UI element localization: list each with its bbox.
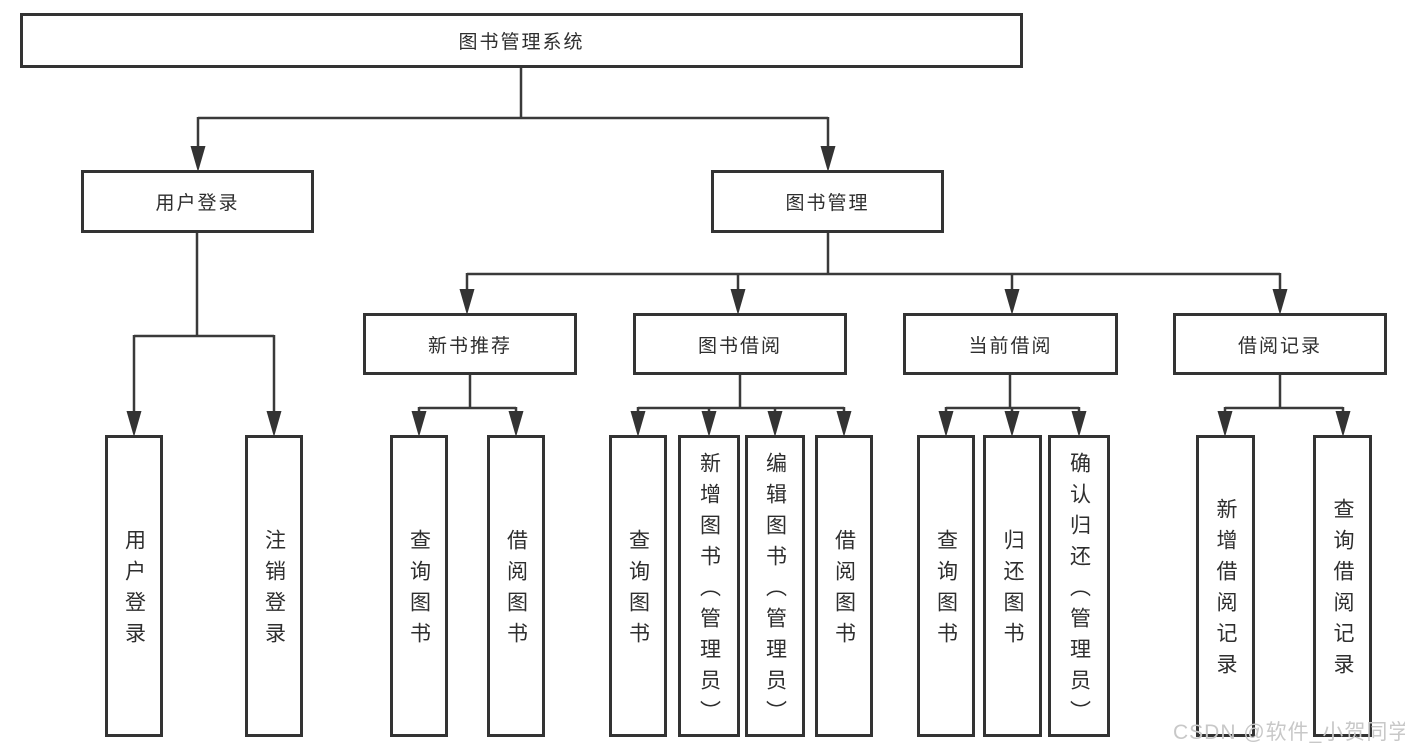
leaf-query-books-recommend-label: 查询图书 [407,529,431,653]
connector-segments [132,66,1345,414]
node-section-book-borrow: 图书借阅 [633,313,847,375]
leaf-query-books-borrow-label: 查询图书 [626,529,650,653]
node-branch-user-login-label: 用户登录 [155,193,240,214]
leaf-logout-label: 注销登录 [262,529,286,653]
leaf-logout: 注销登录 [245,435,303,737]
watermark: CSDN @软件_小贺同学 [1173,721,1405,744]
leaf-query-books-borrow: 查询图书 [609,435,667,737]
leaf-return-books-label: 归还图书 [1001,529,1024,653]
node-section-current-borrow: 当前借阅 [903,313,1118,375]
node-section-book-borrow-label: 图书借阅 [697,335,782,357]
leaf-borrow-books-recommend-label: 借阅图书 [504,529,528,653]
leaf-return-books: 归还图书 [983,435,1042,737]
leaf-query-books-recommend: 查询图书 [390,435,448,737]
leaf-query-borrow-record: 查询借阅记录 [1313,435,1372,737]
leaf-query-borrow-record-label: 查询借阅记录 [1331,498,1354,684]
leaf-user-login: 用户登录 [105,435,163,737]
leaf-confirm-return-admin-label: 确认归还（管理员） [1067,451,1091,731]
leaf-add-books-admin-label: 新增图书（管理员） [697,451,721,731]
node-root-label: 图书管理系统 [458,32,585,53]
leaf-user-login-label: 用户登录 [122,529,146,653]
node-branch-user-login: 用户登录 [81,170,314,233]
node-section-new-book-recommend-label: 新书推荐 [427,335,512,357]
connector-arrowheads [126,146,1351,437]
leaf-edit-books-admin: 编辑图书（管理员） [745,435,805,737]
leaf-add-books-admin: 新增图书（管理员） [678,435,740,737]
node-section-current-borrow-label: 当前借阅 [968,335,1053,357]
node-branch-book-management-label: 图书管理 [785,193,870,214]
leaf-borrow-books-recommend: 借阅图书 [487,435,545,737]
node-section-new-book-recommend: 新书推荐 [363,313,577,375]
leaf-confirm-return-admin: 确认归还（管理员） [1048,435,1110,737]
leaf-borrow-books: 借阅图书 [815,435,873,737]
node-section-borrow-records: 借阅记录 [1173,313,1387,375]
node-root: 图书管理系统 [20,13,1023,68]
leaf-query-books-current: 查询图书 [917,435,975,737]
leaf-add-borrow-record-label: 新增借阅记录 [1214,498,1237,684]
leaf-add-borrow-record: 新增借阅记录 [1196,435,1255,737]
leaf-query-books-current-label: 查询图书 [934,529,958,653]
node-section-borrow-records-label: 借阅记录 [1237,335,1322,357]
node-branch-book-management: 图书管理 [711,170,944,233]
leaf-edit-books-admin-label: 编辑图书（管理员） [763,451,787,731]
leaf-borrow-books-label: 借阅图书 [832,529,856,653]
